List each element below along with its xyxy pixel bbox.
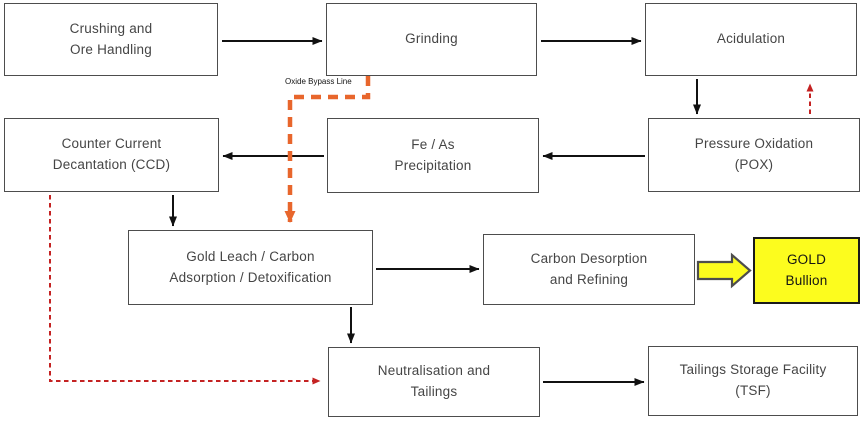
- node-carbon-desorption-refining: Carbon Desorption and Refining: [483, 234, 695, 305]
- oxide-bypass-arrow: [284, 76, 371, 223]
- node-counter-current-decantation: Counter Current Decantation (CCD): [4, 118, 219, 192]
- node-tailings-storage-facility: Tailings Storage Facility (TSF): [648, 346, 858, 416]
- gold-output-block-arrow: [696, 252, 752, 289]
- node-gold-leach-carbon-adsorption: Gold Leach / Carbon Adsorption / Detoxif…: [128, 230, 373, 305]
- node-acidulation: Acidulation: [645, 3, 857, 76]
- oxide-bypass-line-label: Oxide Bypass Line: [285, 77, 352, 86]
- ccd-to-neutralisation-recycle-arrow: [49, 195, 321, 385]
- node-crushing-ore-handling: Crushing and Ore Handling: [4, 3, 218, 76]
- node-fe-as-precipitation: Fe / As Precipitation: [327, 118, 539, 193]
- node-gold-bullion: GOLD Bullion: [753, 237, 860, 304]
- node-grinding: Grinding: [326, 3, 537, 76]
- node-neutralisation-tailings: Neutralisation and Tailings: [328, 347, 540, 417]
- node-pressure-oxidation: Pressure Oxidation (POX): [648, 118, 860, 192]
